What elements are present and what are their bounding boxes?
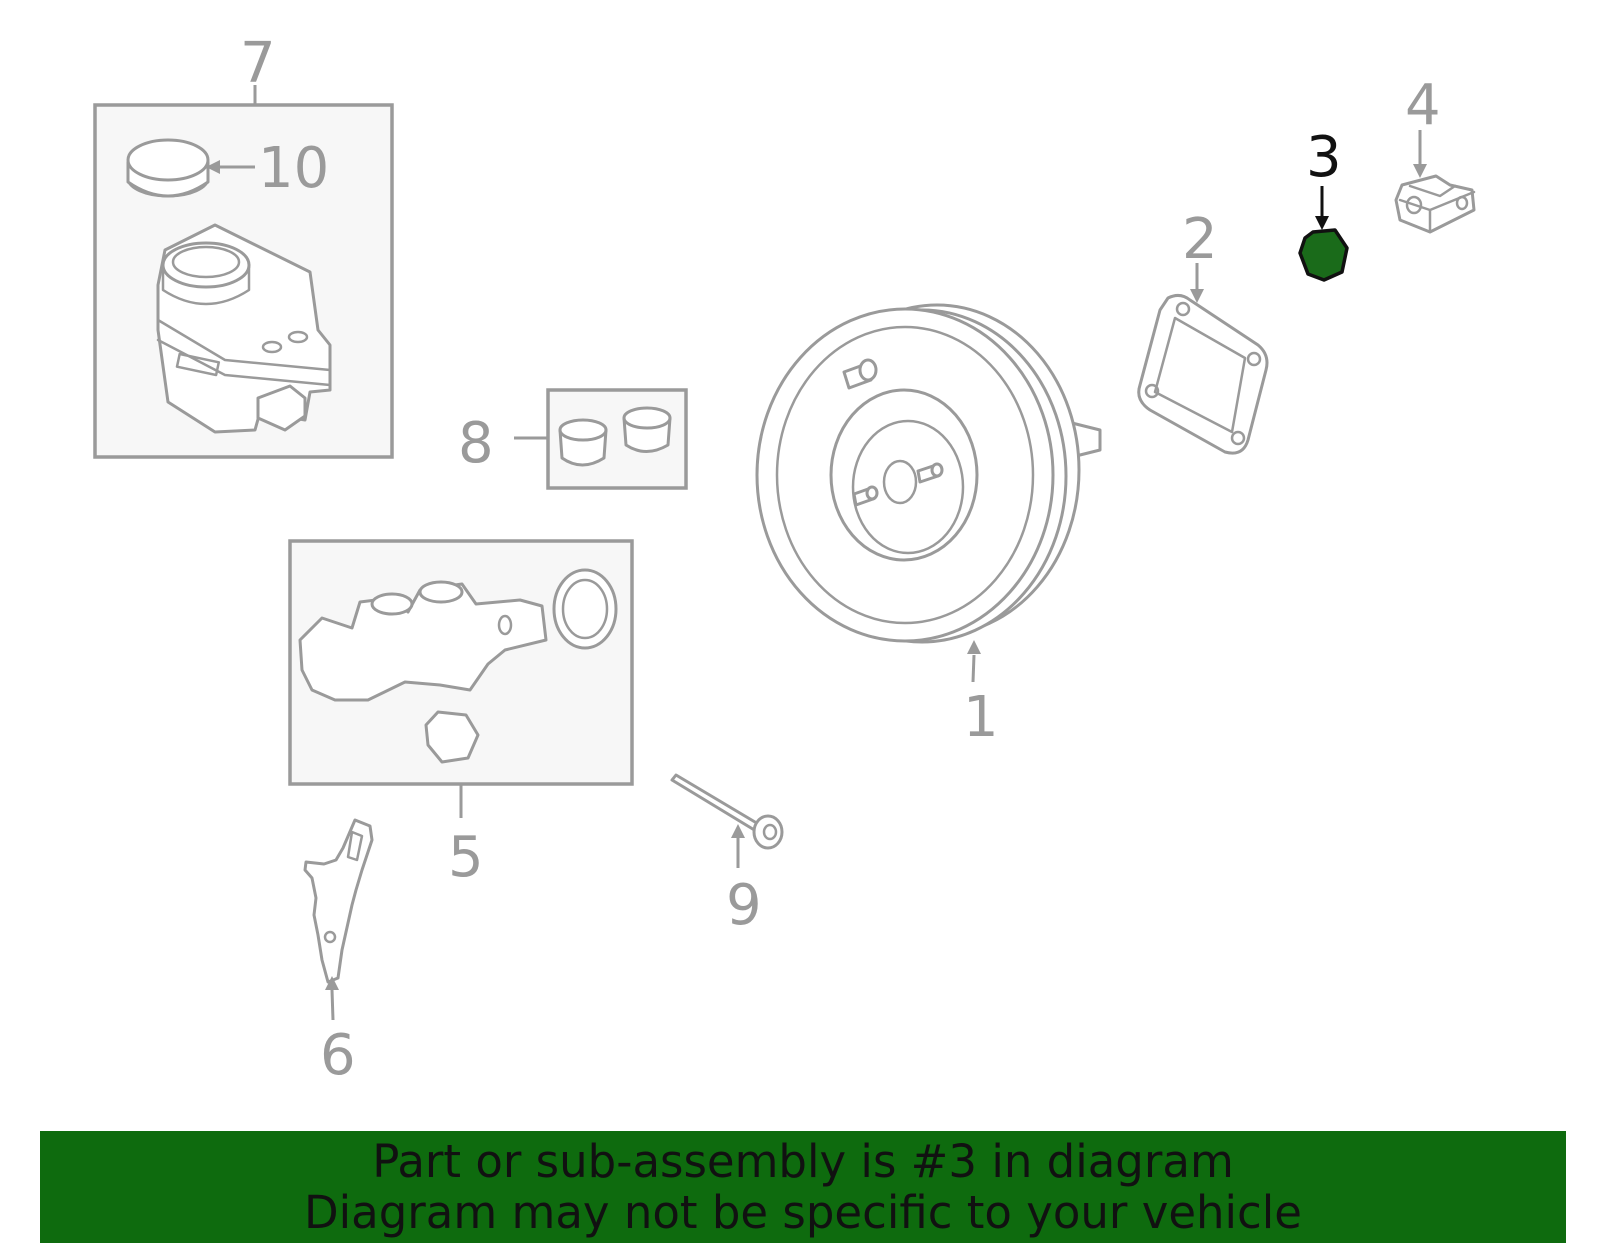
part-7-reservoir-assembly[interactable]: 7 10 [93,31,394,459]
callout-4: 4 [1405,73,1441,138]
part-5-master-cylinder[interactable]: 5 [288,539,634,890]
part-6-bracket[interactable]: 6 [303,818,374,1088]
part-2-booster-gasket[interactable]: 2 [1137,207,1269,455]
part-3-nut[interactable]: 3 [1298,125,1349,282]
part-3-nut-shape [1298,228,1349,282]
part-1-brake-booster[interactable]: 1 [755,303,1102,750]
callout-1: 1 [963,685,999,750]
callout-9: 9 [726,873,762,938]
banner-line-2: Diagram may not be specific to your vehi… [304,1186,1302,1239]
part-8-seal-kit[interactable]: 8 [458,388,688,490]
callout-7: 7 [240,31,276,96]
callout-10: 10 [258,136,329,201]
reservoir-body [156,223,332,434]
part-4-clip[interactable]: 4 [1394,73,1476,234]
info-banner: Part or sub-assembly is #3 in diagram Di… [40,1131,1566,1243]
banner-line-1: Part or sub-assembly is #3 in diagram [372,1135,1234,1188]
part-10-reservoir-cap[interactable] [126,138,210,198]
callout-2: 2 [1182,207,1218,272]
callout-8: 8 [458,411,494,476]
callout-5: 5 [448,825,484,890]
part-9-clevis-pin[interactable]: 9 [670,773,784,938]
callout-6: 6 [320,1023,356,1088]
callout-3: 3 [1306,125,1342,190]
